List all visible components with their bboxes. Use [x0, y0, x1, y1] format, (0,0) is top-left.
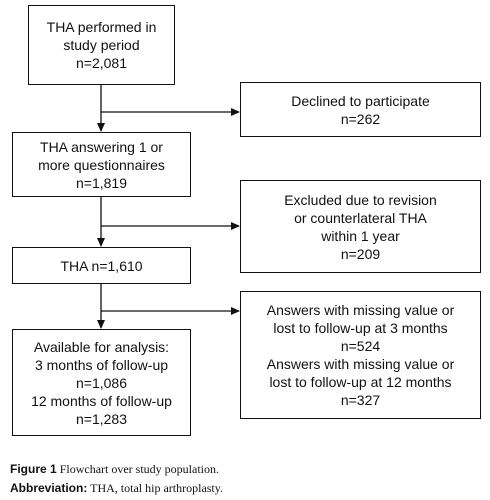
box-missing-line2: lost to follow-up at 3 months	[273, 320, 448, 336]
abbreviation-text: THA, total hip arthroplasty.	[87, 481, 223, 495]
box-excluded-line2: or counterlateral THA	[294, 209, 427, 226]
box-missing-line4: Answers with missing value or	[266, 356, 455, 372]
box-excluded-count: n=209	[340, 245, 381, 262]
box-tha-performed: THA performed in study period n=2,081	[28, 5, 175, 85]
box-missing-count-3m: n=524	[340, 338, 381, 354]
figure-caption-text: Flowchart over study population.	[56, 462, 219, 476]
box-missing-line1: Answers with missing value or	[266, 302, 455, 318]
box-available-line2: 3 months of follow-up	[34, 356, 169, 373]
box-declined: Declined to participate n=262	[240, 82, 481, 137]
box-tha-1610-label: THA n=1,610	[60, 257, 143, 274]
flowchart-connectors	[97, 85, 240, 329]
box-excluded-revision: Excluded due to revision or counterlater…	[240, 180, 481, 273]
abbreviation-label: Abbreviation:	[10, 481, 88, 495]
box-tha-answering-line1: THA answering 1 or	[40, 138, 163, 155]
box-available-count-3m: n=1,086	[76, 374, 127, 391]
box-tha-1610: THA n=1,610	[12, 247, 191, 284]
box-tha-performed-count: n=2,081	[76, 55, 127, 71]
box-available-count-12m: n=1,283	[76, 410, 127, 427]
box-available-line4: 12 months of follow-up	[31, 392, 172, 409]
box-missing-or-lost: Answers with missing value or lost to fo…	[240, 291, 481, 419]
box-missing-line5: lost to follow-up at 12 months	[269, 374, 452, 390]
abbreviation-note: Abbreviation: THA, total hip arthroplast…	[10, 481, 223, 496]
box-tha-performed-line2: study period	[63, 37, 140, 53]
box-tha-answering-line2: more questionnaires	[38, 156, 165, 173]
box-missing-count-12m: n=327	[340, 392, 381, 408]
box-tha-answering: THA answering 1 or more questionnaires n…	[12, 132, 191, 197]
figure-caption: Figure 1 Flowchart over study population…	[10, 462, 219, 477]
box-tha-performed-line1: THA performed in	[46, 19, 157, 35]
box-tha-answering-count: n=1,819	[76, 174, 127, 191]
box-excluded-line1: Excluded due to revision	[284, 191, 437, 208]
box-available-for-analysis: Available for analysis: 3 months of foll…	[12, 329, 191, 436]
figure-label: Figure 1	[10, 462, 57, 476]
box-excluded-line3: within 1 year	[321, 227, 400, 244]
box-declined-count: n=262	[340, 110, 381, 127]
box-available-line1: Available for analysis:	[33, 338, 170, 355]
box-declined-label: Declined to participate	[291, 92, 430, 109]
